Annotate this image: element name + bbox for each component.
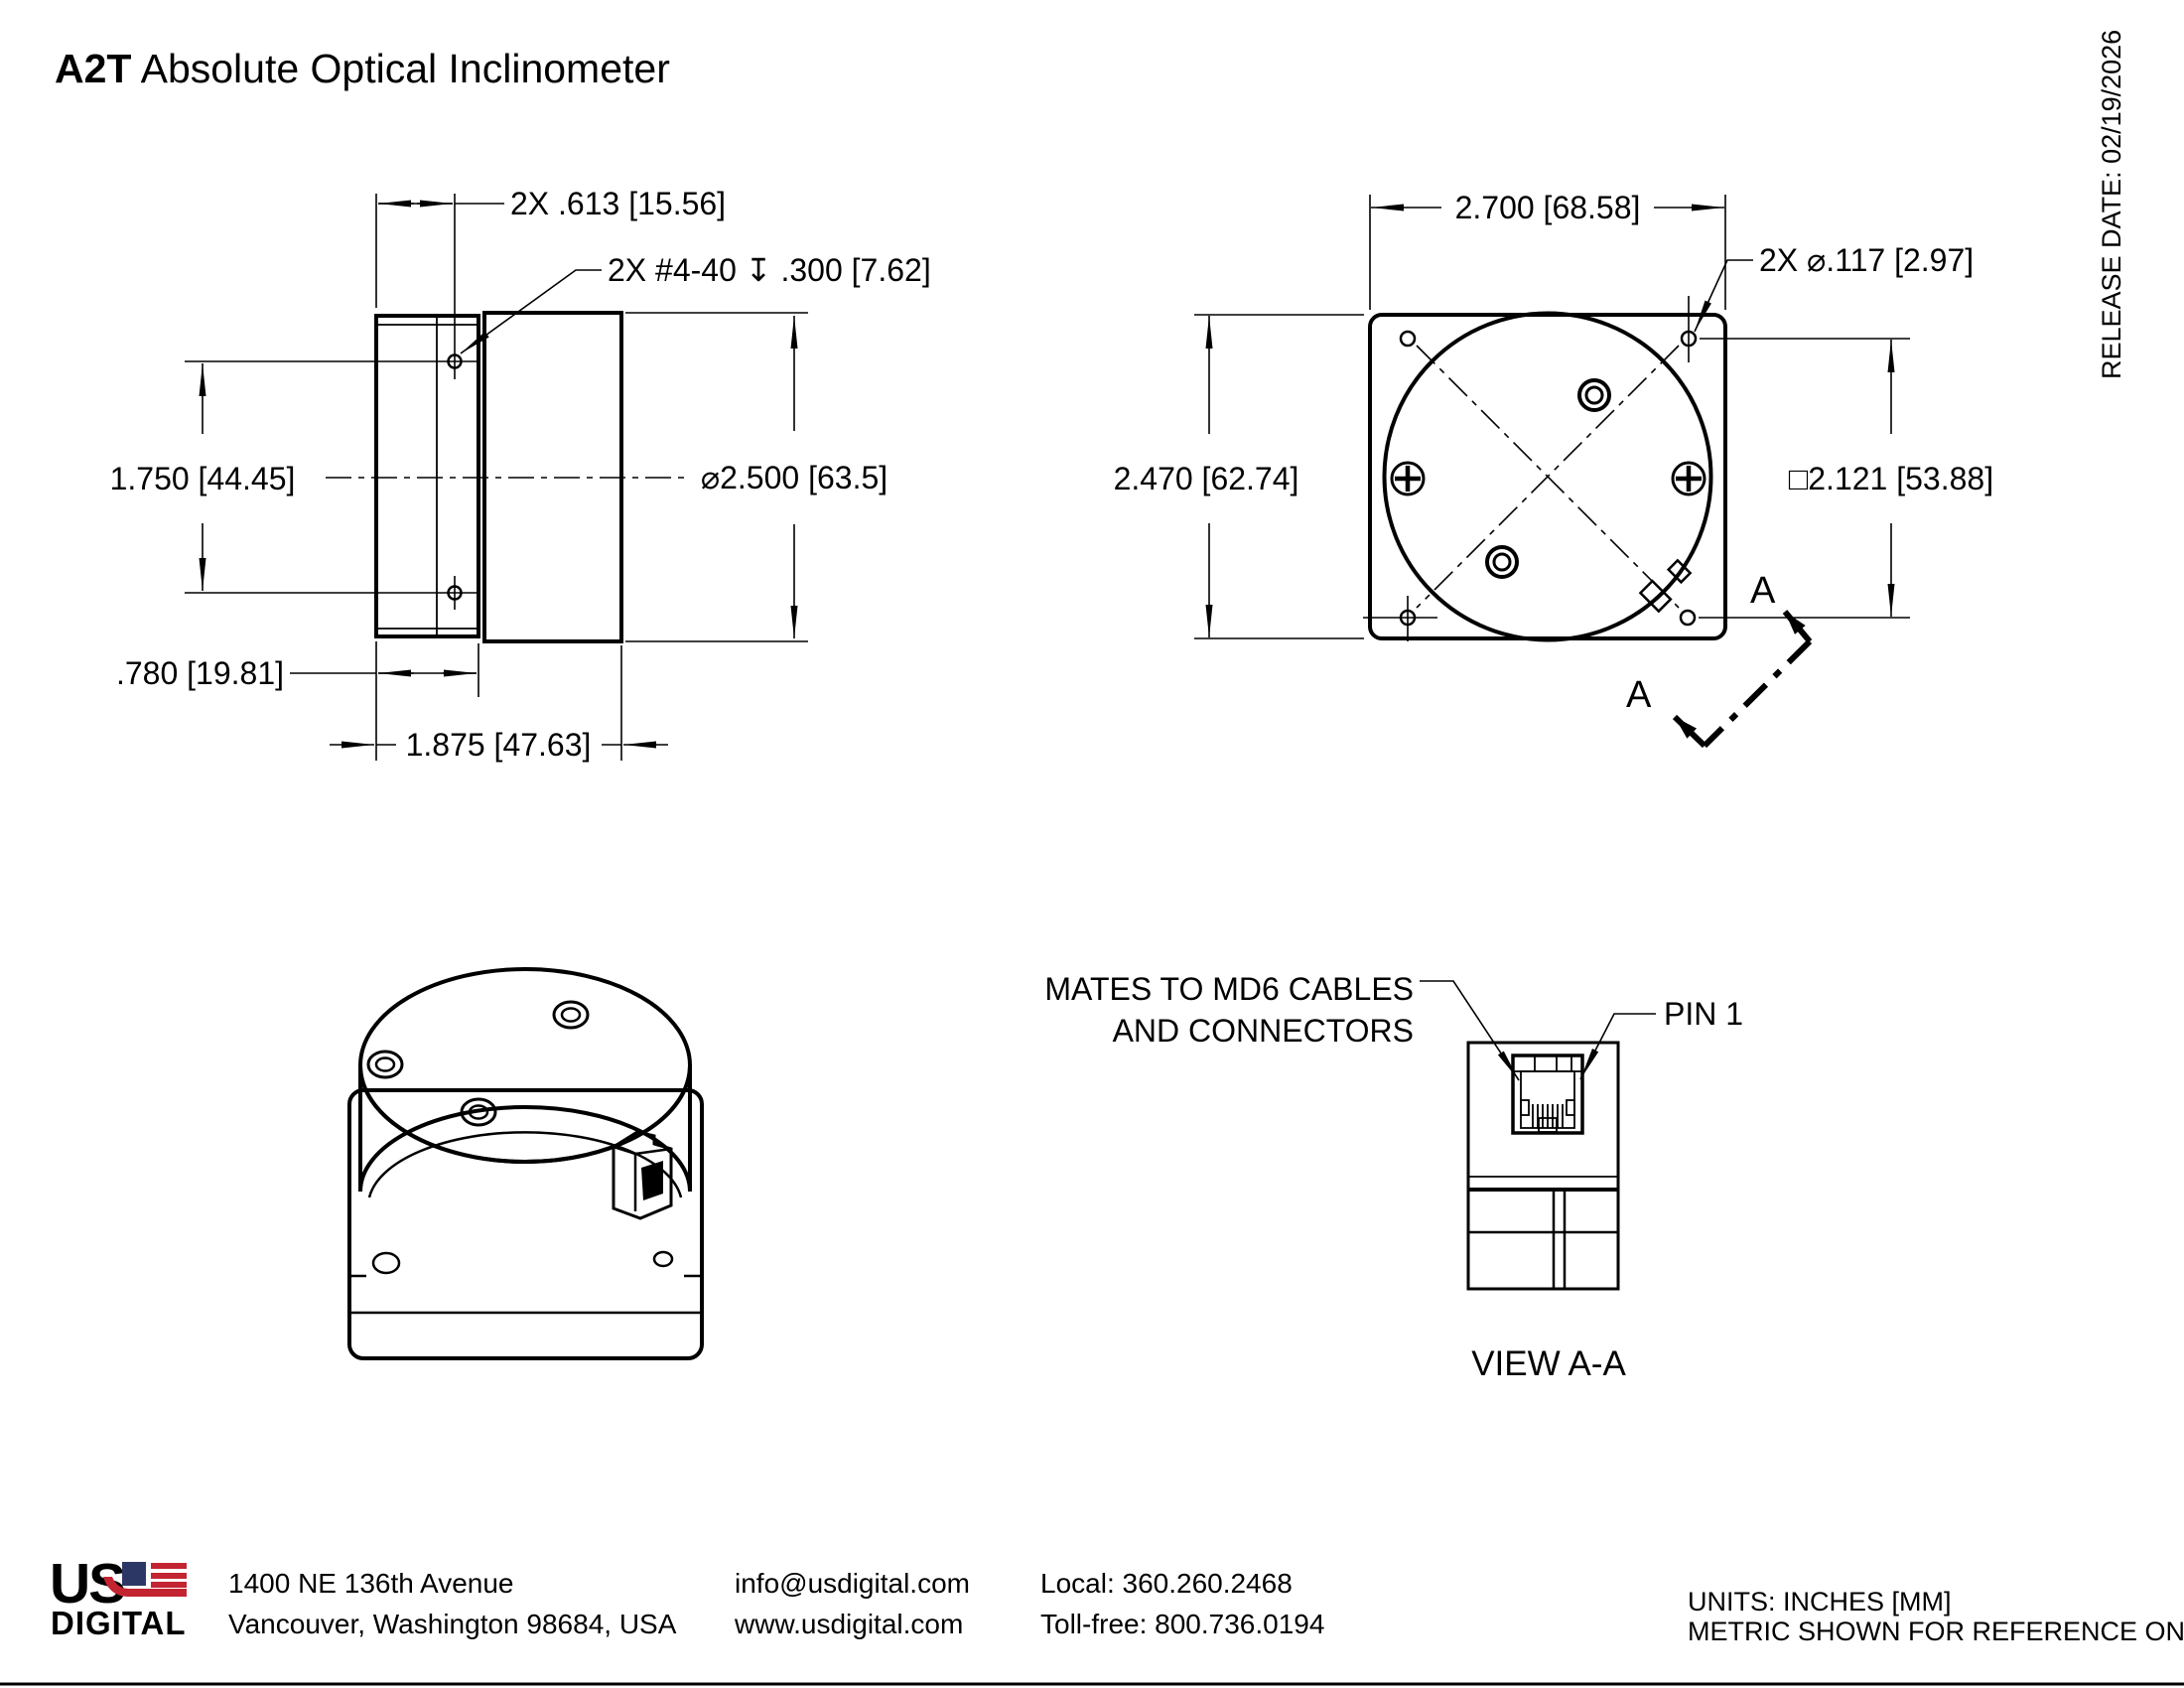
dim-width: 2.700 [68.58] (1455, 190, 1641, 225)
dim-overall-depth: 1.875 [47.63] (406, 727, 592, 763)
section-arrow-bottom (1672, 714, 1707, 749)
md6-note-line1: MATES TO MD6 CABLES (1044, 971, 1414, 1007)
dim-corner-holes: 2X ⌀.117 [2.97] (1759, 242, 1974, 278)
iso-top-face (358, 967, 692, 1164)
dim-hole-spacing: 1.750 [44.45] (110, 461, 296, 496)
iso-base-hole (652, 1250, 674, 1268)
diagonal-centerline (1416, 345, 1680, 609)
footer-units-line2: METRIC SHOWN FOR REFERENCE ONLY (1688, 1617, 2184, 1646)
iso-connector-edge (613, 1145, 637, 1211)
connector-tab (1638, 579, 1673, 614)
md6-jack-outline (1511, 1054, 1584, 1135)
top-view: 2.700 [68.58] 2X ⌀.117 [2.97] 2.470 [62.… (1114, 190, 1993, 749)
flag-stripe (151, 1573, 187, 1579)
iso-connector-opening (641, 1161, 663, 1200)
aa-body-outline (1466, 1041, 1620, 1291)
dim-plate-depth: .780 [19.81] (116, 655, 284, 691)
footer-website: www.usdigital.com (734, 1609, 963, 1639)
ring-feature-inner (1584, 385, 1604, 405)
footer-phone-tollfree: Toll-free: 800.736.0194 (1040, 1609, 1324, 1639)
flag-swoosh (103, 1577, 187, 1597)
logo-digital-text: DIGITAL (51, 1605, 187, 1641)
iso-screw-inner (468, 1104, 489, 1120)
ring-feature-inner (1492, 552, 1512, 572)
footer-email: info@usdigital.com (735, 1568, 970, 1599)
leader-line (1420, 980, 1520, 1081)
release-date: RELEASE DATE: 02/19/2026 (2097, 30, 2126, 379)
section-cut-line (1702, 638, 1813, 749)
footer-phone-local: Local: 360.260.2468 (1040, 1568, 1293, 1599)
flag-icon (103, 1562, 187, 1597)
view-aa-caption: VIEW A-A (1471, 1344, 1626, 1383)
jack-notch (1566, 1099, 1575, 1116)
iso-base-hole (371, 1251, 401, 1275)
section-label-top: A (1750, 570, 1776, 612)
jack-notch (1520, 1099, 1530, 1116)
iso-screw-inner (560, 1007, 582, 1023)
dim-diameter: ⌀2.500 [63.5] (701, 460, 887, 495)
connector-tab (1666, 558, 1693, 585)
footer: US DIGITAL 1400 NE 136th Avenue Vancouve… (50, 1552, 2184, 1646)
footer-address-line2: Vancouver, Washington 98684, USA (228, 1609, 677, 1639)
page-title-rest: Absolute Optical Inclinometer (131, 46, 669, 91)
iso-screw-inner (374, 1056, 396, 1072)
flag-stripe (151, 1563, 187, 1569)
footer-address-line1: 1400 NE 136th Avenue (228, 1568, 514, 1599)
iso-cylinder (358, 1064, 692, 1193)
flag-stripe (151, 1582, 187, 1588)
phillips-screw-left (1390, 461, 1426, 496)
leader-line (1579, 1013, 1656, 1080)
phillips-screw-right (1671, 461, 1706, 496)
encoder-body-outline (482, 311, 623, 643)
side-view: 2X .613 [15.56] 2X #4-40 ↧ .300 [7.62] 1… (110, 186, 931, 763)
iso-screw (552, 1000, 590, 1030)
iso-base-plate (347, 1088, 704, 1360)
housing-circle (1382, 311, 1713, 642)
leader-line (1694, 259, 1753, 333)
page-title-model: A2T (55, 46, 131, 91)
md6-note-line2: AND CONNECTORS (1113, 1013, 1414, 1049)
leader-line (460, 269, 602, 354)
dim-tapped-holes: 2X #4-40 ↧ .300 [7.62] (608, 252, 931, 288)
corner-hole (1399, 330, 1417, 348)
ring-feature (1485, 545, 1519, 579)
dim-height: 2.470 [62.74] (1114, 461, 1299, 496)
pin1-label: PIN 1 (1664, 996, 1743, 1032)
isometric-view (347, 967, 704, 1360)
section-label-bottom: A (1626, 674, 1652, 716)
ring-feature (1577, 378, 1611, 412)
footer-units-line1: UNITS: INCHES [MM] (1688, 1587, 1952, 1617)
section-arrow-top (1782, 610, 1813, 643)
flag-canton (122, 1562, 146, 1586)
iso-screw (460, 1097, 497, 1127)
view-aa: MATES TO MD6 CABLES AND CONNECTORS PIN 1… (1044, 971, 1743, 1383)
iso-connector-edge (634, 1147, 672, 1156)
iso-screw (366, 1050, 404, 1079)
dim-hole-pattern: □2.121 [53.88] (1789, 461, 1993, 496)
jack-latch (1538, 1117, 1558, 1133)
mounting-plate-outline (374, 314, 480, 638)
dim-hole-offset: 2X .613 [15.56] (510, 186, 726, 221)
page-title: A2T Absolute Optical Inclinometer (55, 46, 670, 91)
corner-hole (1679, 609, 1697, 627)
